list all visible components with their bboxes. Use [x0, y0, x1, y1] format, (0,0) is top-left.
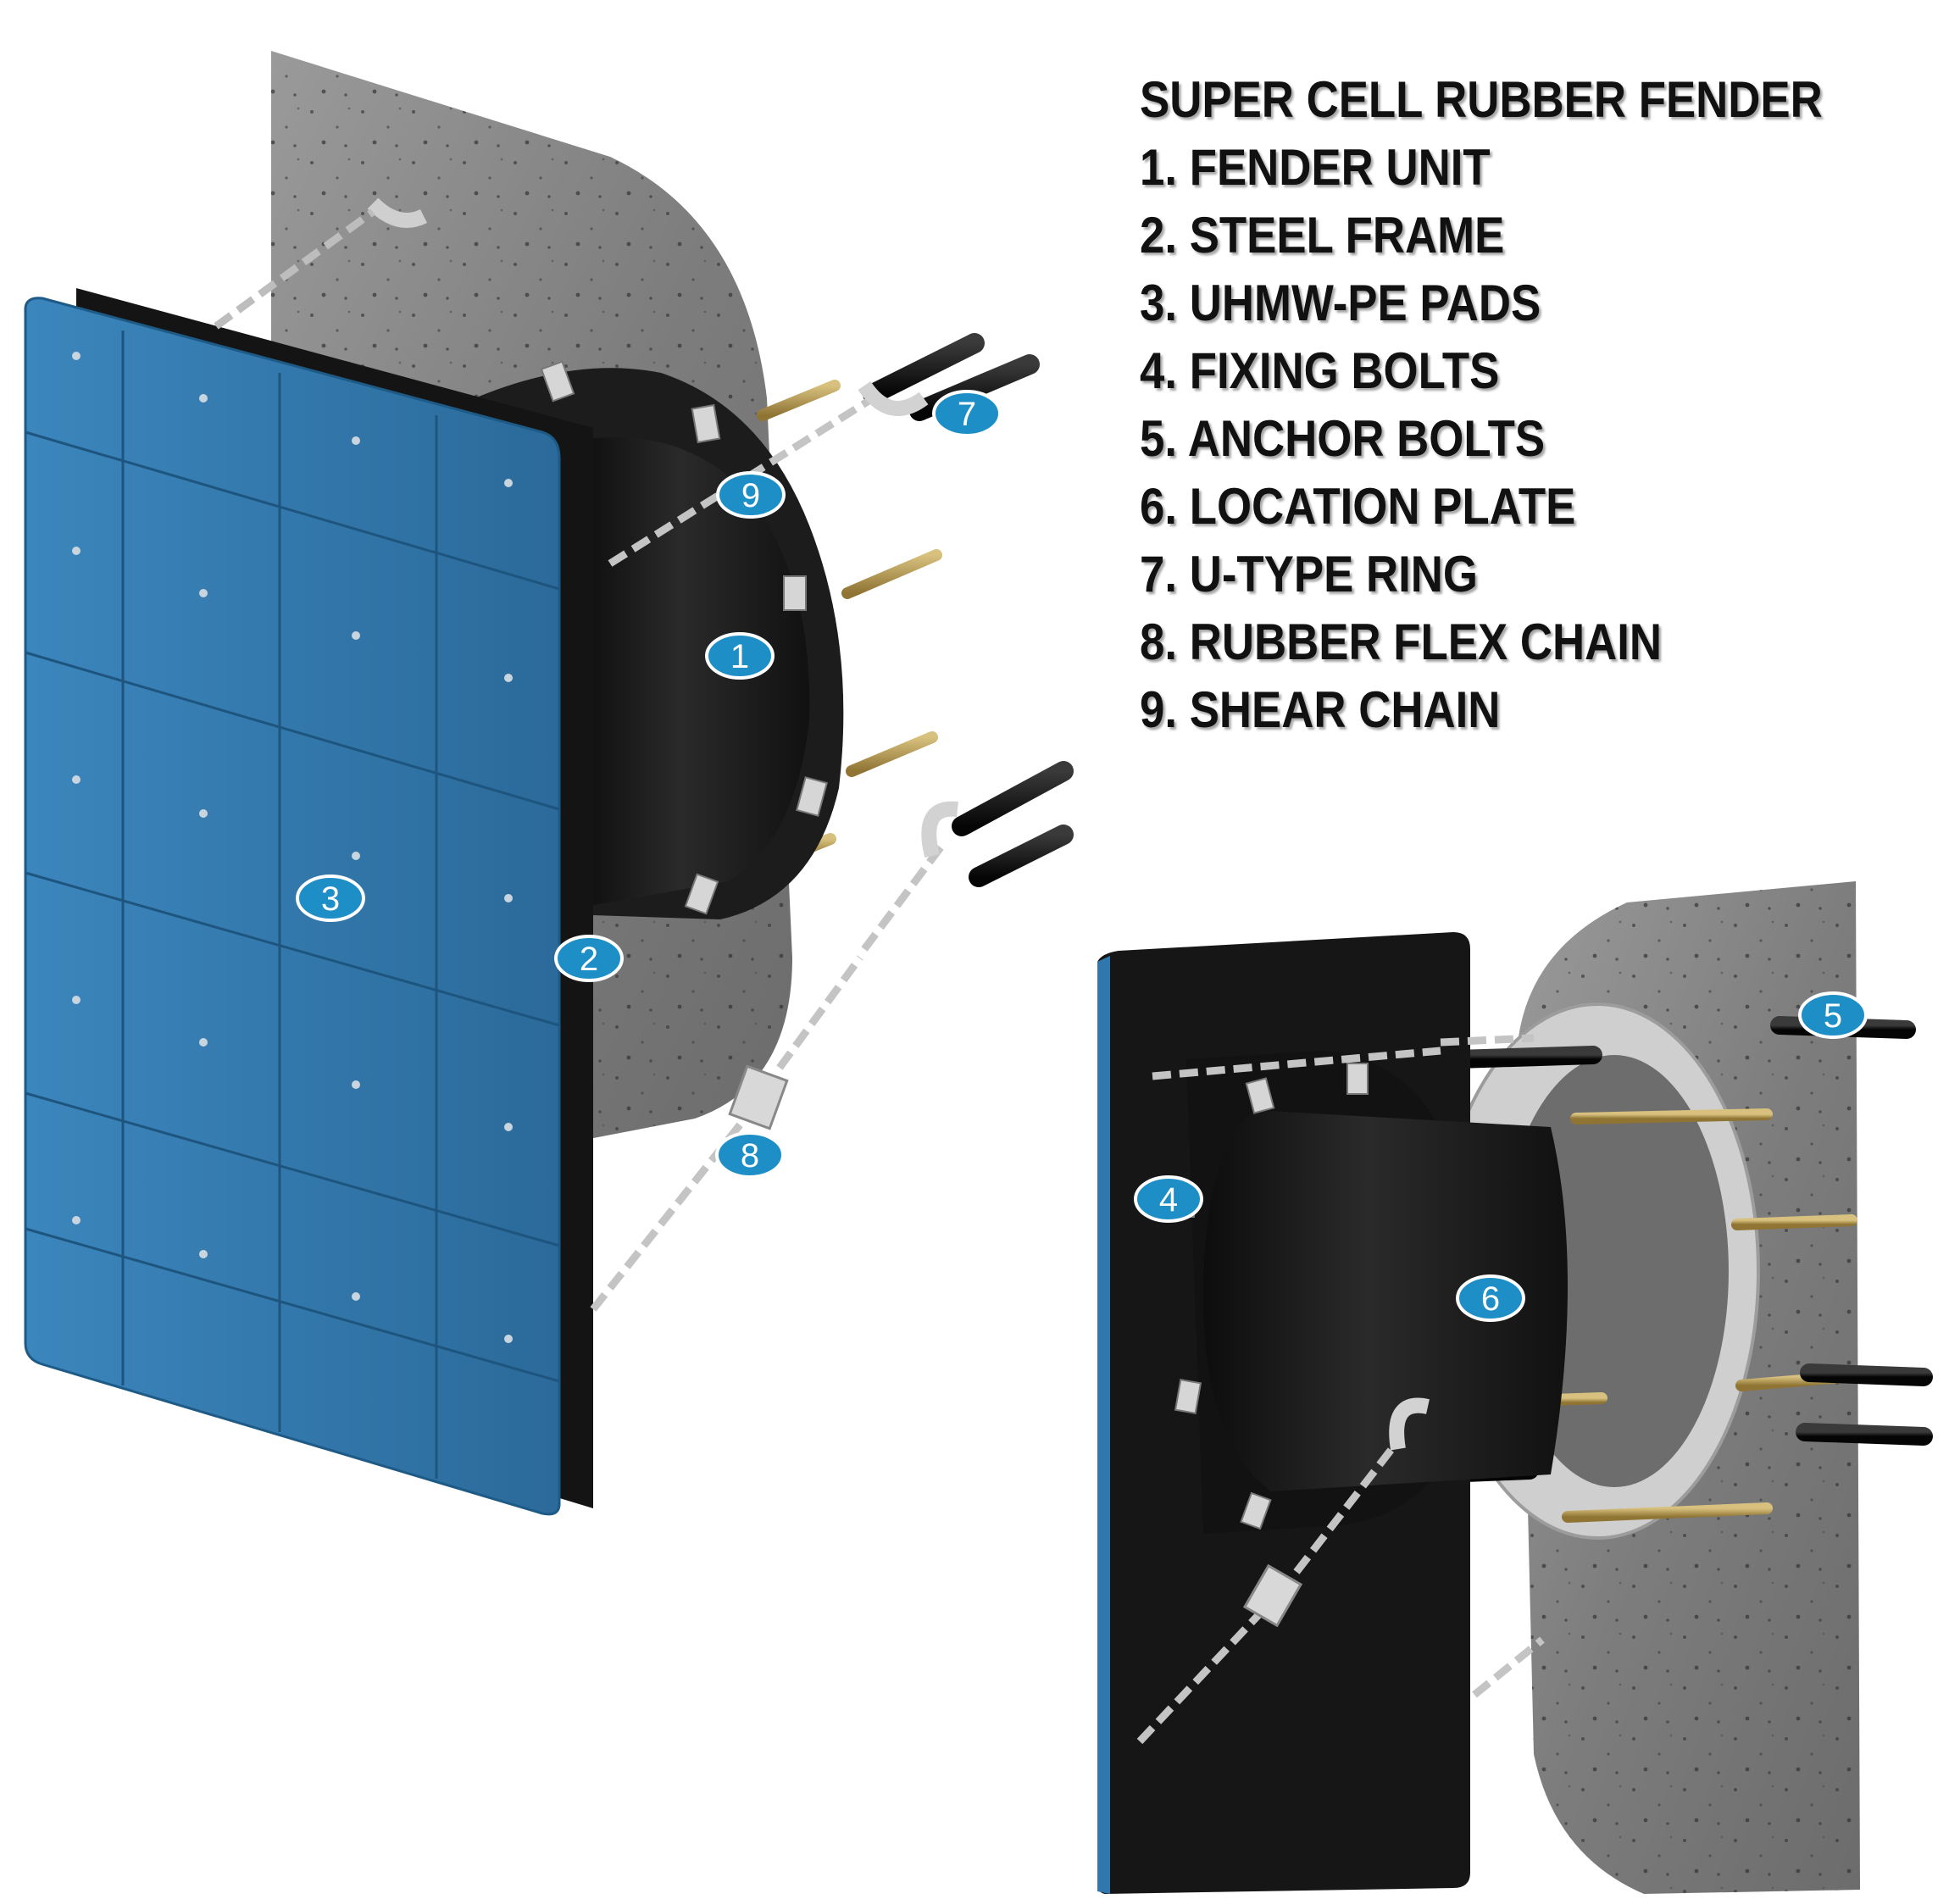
callout-2-label: 2	[580, 941, 598, 978]
fender-unit-body-left	[576, 437, 810, 907]
callout-4-label: 4	[1159, 1181, 1178, 1219]
legend-item-anchor-bolts: 5. ANCHOR BOLTS	[1140, 410, 1546, 467]
legend: SUPER CELL RUBBER FENDER 1. FENDER UNIT …	[1140, 66, 1841, 744]
legend-item-rubber-flex-chain: 8. RUBBER FLEX CHAIN	[1140, 614, 1663, 670]
callout-5: 5	[1798, 991, 1868, 1039]
legend-item-steel-frame: 2. STEEL FRAME	[1140, 207, 1505, 264]
legend-item-fixing-bolts: 4. FIXING BOLTS	[1140, 342, 1500, 399]
callout-4: 4	[1134, 1175, 1203, 1223]
right-assembly	[1097, 881, 1933, 1894]
callout-9-label: 9	[741, 477, 760, 514]
flex-chain-right	[1136, 1397, 1430, 1745]
flange-clips-left	[540, 360, 828, 915]
callout-6-label: 6	[1481, 1280, 1500, 1318]
pad-bolt-heads	[72, 352, 513, 1343]
uhmw-pe-pad-face	[24, 297, 561, 1516]
callout-6: 6	[1456, 1274, 1525, 1322]
callout-9: 9	[716, 471, 786, 519]
left-assembly	[24, 51, 1074, 1516]
callout-2: 2	[554, 935, 624, 982]
callout-7: 7	[932, 390, 1002, 437]
top-chain-right	[1152, 1034, 1535, 1080]
legend-item-uhmw-pe-pads: 3. UHMW-PE PADS	[1140, 275, 1541, 331]
fender-unit-body-right	[1203, 1110, 1568, 1491]
legend-item-location-plate: 6. LOCATION PLATE	[1140, 478, 1576, 535]
callout-3: 3	[296, 875, 365, 922]
callout-1: 1	[705, 632, 775, 680]
diagram-title: SUPER CELL RUBBER FENDER	[1140, 71, 1823, 128]
shear-chain-left	[608, 380, 929, 567]
callout-8-label: 8	[741, 1137, 759, 1174]
callout-7-label: 7	[958, 396, 976, 433]
pad-grid-lines	[25, 330, 560, 1479]
legend-item-u-type-ring: 7. U-TYPE RING	[1140, 546, 1478, 602]
legend-item-fender-unit: 1. FENDER UNIT	[1140, 139, 1491, 196]
callout-8: 8	[715, 1131, 785, 1179]
bottom-chain-right	[1472, 1636, 1545, 1698]
top-chain-left	[214, 197, 428, 330]
callout-3-label: 3	[321, 880, 340, 918]
pad-edge-right	[1097, 956, 1110, 1894]
legend-item-shear-chain: 9. SHEAR CHAIN	[1140, 681, 1501, 738]
callout-1-label: 1	[730, 638, 749, 675]
callout-5-label: 5	[1824, 997, 1842, 1035]
